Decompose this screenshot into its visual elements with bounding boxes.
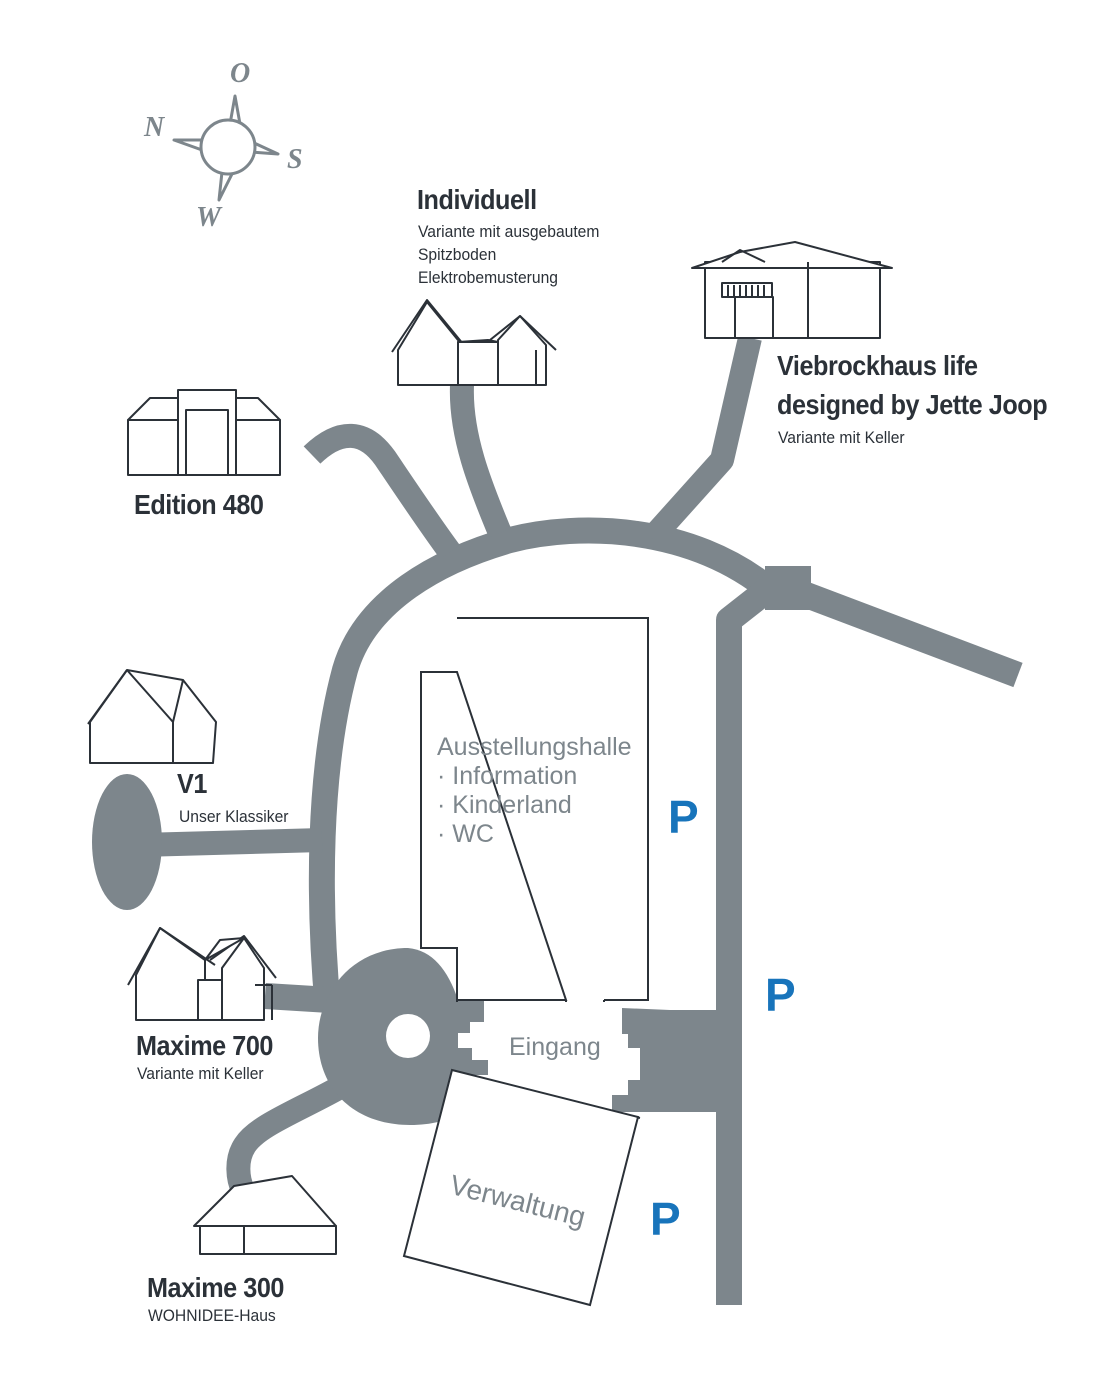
road-east bbox=[716, 569, 789, 1305]
v1-title: V1 bbox=[177, 768, 207, 799]
compass-east-label: O bbox=[230, 58, 251, 89]
parking-sign-3: P bbox=[650, 1193, 681, 1245]
road-northeast bbox=[775, 572, 1023, 688]
individuell-line-2: Spitzboden bbox=[418, 245, 497, 264]
viebrock-subtitle: Variante mit Keller bbox=[778, 428, 905, 447]
compass-rose-icon bbox=[172, 94, 280, 202]
hall-item-kinderland: · Kinderland bbox=[437, 791, 572, 819]
entrance-plaza-right bbox=[612, 1008, 720, 1112]
entrance-walls bbox=[455, 1000, 641, 1119]
entrance-label: Eingang bbox=[509, 1033, 601, 1061]
v1-subtitle: Unser Klassiker bbox=[179, 807, 289, 826]
road-edition480 bbox=[303, 423, 460, 560]
maxime700-subtitle: Variante mit Keller bbox=[137, 1064, 264, 1083]
road-viebrock bbox=[643, 335, 762, 547]
individuell-line-3: Elektrobemusterung bbox=[418, 268, 558, 287]
road-individuell bbox=[449, 384, 512, 538]
maxime700-title: Maxime 700 bbox=[136, 1030, 273, 1061]
compass-west-label: W bbox=[196, 202, 221, 233]
parking-sign-2: P bbox=[765, 969, 796, 1021]
maxime300-house-icon bbox=[193, 1175, 337, 1255]
compass-north-label: N bbox=[144, 112, 165, 143]
entrance-plaza-left bbox=[440, 1000, 488, 1075]
viebrock-title-line-2: designed by Jette Joop bbox=[777, 389, 1048, 420]
maxime300-subtitle: WOHNIDEE-Haus bbox=[148, 1306, 276, 1325]
maxime300-title: Maxime 300 bbox=[147, 1272, 284, 1303]
road-network bbox=[139, 335, 1023, 1305]
maxime700-house-icon bbox=[127, 927, 277, 1021]
administration-building bbox=[402, 1068, 640, 1307]
roundabout-island bbox=[386, 1014, 430, 1058]
viebrock-title-line-1: Viebrockhaus life bbox=[777, 350, 978, 381]
v1-plaza bbox=[92, 774, 162, 910]
individuell-house-icon bbox=[391, 299, 557, 386]
viebrock-house-icon bbox=[691, 241, 893, 339]
parking-sign-1: P bbox=[668, 791, 699, 843]
edition480-title: Edition 480 bbox=[134, 489, 264, 520]
individuell-title: Individuell bbox=[417, 184, 537, 215]
v1-house-icon bbox=[87, 669, 217, 764]
hall-item-information: · Information bbox=[437, 762, 578, 790]
edition480-house-icon bbox=[127, 389, 281, 476]
road-maxime300 bbox=[226, 1074, 350, 1196]
individuell-line-1: Variante mit ausgebautem bbox=[418, 222, 600, 241]
compass-south-label: S bbox=[287, 144, 303, 175]
hall-item-wc: · WC bbox=[437, 820, 494, 848]
road-v1 bbox=[139, 828, 323, 857]
road-maxime700 bbox=[264, 983, 331, 1013]
hall-title: Ausstellungshalle bbox=[437, 733, 632, 761]
junction-square bbox=[765, 566, 811, 610]
